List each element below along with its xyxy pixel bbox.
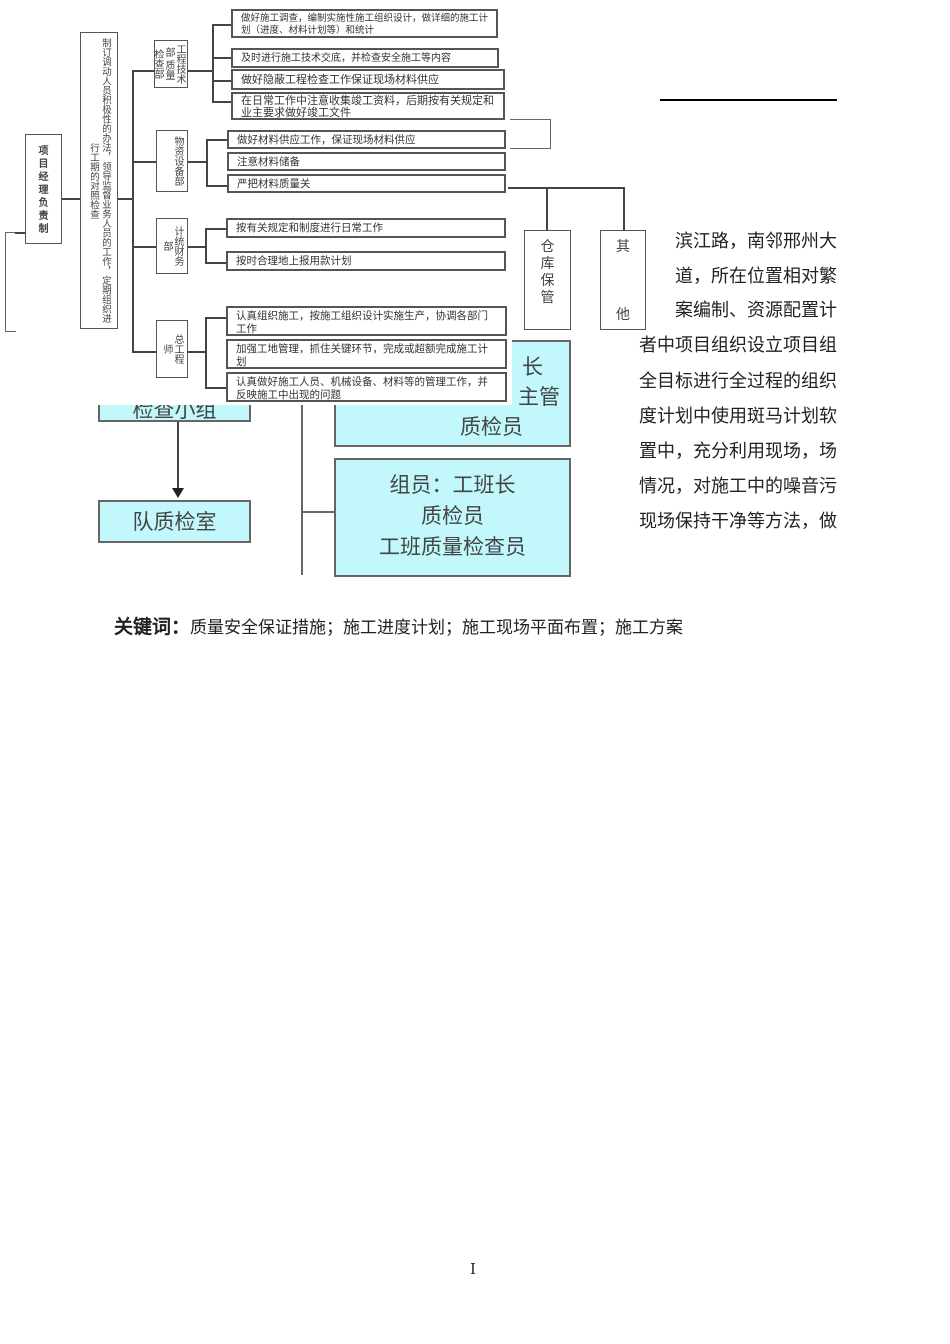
task-box: 及时进行施工技术交底，并检查安全施工等内容	[231, 48, 499, 68]
connector	[301, 400, 303, 575]
task-text: 做好材料供应工作，保证现场材料供应	[237, 134, 416, 146]
task-box: 认真组织施工，按施工组织设计实施生产，协调各部门工作	[226, 306, 507, 336]
body-text-line: 者中项目组织设立项目组	[639, 335, 837, 356]
members-line: 质检员	[421, 504, 484, 528]
connector	[188, 161, 207, 163]
keywords-label: 关键词：	[114, 616, 191, 638]
other-label: 其他	[616, 239, 630, 323]
connector	[205, 228, 207, 263]
keywords: 关键词：质量安全保证措施；施工进度计划；施工现场平面布置；施工方案	[114, 612, 683, 639]
connector	[508, 187, 624, 189]
body-text-line: 案编制、资源配置计	[675, 300, 837, 321]
connector	[212, 101, 231, 103]
body-text-line: 滨江路，南邻邢州大	[675, 231, 837, 252]
body-text-line: 置中，充分利用现场，场	[639, 441, 837, 462]
duty-box: 制订调动人员积极性的办法，领导监督业务人员的工作，定期组织进行工期的对照检查	[80, 32, 118, 329]
task-text: 及时进行施工技术交底，并检查安全施工等内容	[241, 53, 451, 64]
task-box: 严把材料质量关	[227, 174, 506, 193]
connector	[212, 80, 231, 82]
task-text: 做好施工调查，编制实施性施工组织设计，做详细的施工计划（进度、材料计划等）和统计	[241, 13, 489, 36]
body-text-line: 现场保持干净等方法，做	[639, 511, 837, 532]
task-text: 注意材料储备	[237, 156, 300, 168]
dept-label: 计统财务部	[161, 226, 183, 266]
team-qc-box: 队质检室	[98, 500, 251, 543]
connector	[15, 232, 27, 234]
task-box: 加强工地管理，抓住关键环节，完成或超额完成施工计划	[226, 339, 507, 369]
upper-line: 主管	[518, 385, 560, 409]
dept-finance: 计统财务部	[156, 218, 188, 274]
connector	[206, 139, 228, 141]
root-label: 项目经理负责制	[38, 146, 49, 235]
upper-line: 质检员	[460, 415, 523, 439]
other-box: 其他	[600, 230, 646, 330]
page-number: I	[470, 1260, 476, 1278]
header-rule	[660, 99, 837, 101]
task-box: 注意材料储备	[227, 152, 506, 171]
task-text: 做好隐蔽工程检查工作保证现场材料供应	[241, 73, 439, 86]
connector	[205, 317, 207, 387]
task-box: 认真做好施工人员、机械设备、材料等的管理工作，并反映施工中出现的问题	[226, 372, 507, 402]
connector	[206, 185, 228, 187]
connector	[132, 70, 154, 72]
connector	[132, 351, 156, 353]
warehouse-label: 仓库保管	[540, 239, 555, 306]
task-text: 加强工地管理，抓住关键环节，完成或超额完成施工计划	[236, 343, 488, 368]
task-text: 按有关规定和制度进行日常工作	[236, 222, 383, 234]
dept-label: 物资设备部	[172, 136, 183, 186]
team-qc-label: 队质检室	[132, 510, 217, 534]
keywords-text: 质量安全保证措施；施工进度计划；施工现场平面布置；施工方案	[190, 618, 684, 638]
task-text: 认真做好施工人员、机械设备、材料等的管理工作，并反映施工中出现的问题	[236, 376, 488, 401]
members-box: 组员：工班长 质检员 工班质量检查员	[334, 458, 571, 577]
task-box: 做好施工调查，编制实施性施工组织设计，做详细的施工计划（进度、材料计划等）和统计	[231, 9, 498, 38]
dept-engineering: 工程技术部 质量检查部	[152, 40, 188, 88]
task-text: 按时合理地上报用款计划	[236, 255, 352, 267]
connector	[62, 198, 82, 200]
connector	[205, 317, 227, 319]
connector	[301, 511, 335, 513]
connector	[212, 24, 214, 101]
connector	[118, 198, 132, 200]
dept-label: 工程技术部 质量检查部	[152, 44, 185, 84]
arrow-head-icon	[172, 488, 184, 498]
upper-line: 长	[522, 355, 543, 379]
connector	[212, 24, 231, 26]
arrow-line	[177, 422, 179, 492]
body-text-line: 全目标进行全过程的组织	[639, 371, 837, 392]
task-text: 认真组织施工，按施工组织设计实施生产，协调各部门工作	[236, 310, 488, 335]
connector	[623, 187, 625, 230]
connector	[132, 70, 134, 352]
dept-chief-engineer: 总工程师	[156, 320, 188, 378]
connector	[5, 232, 16, 332]
warehouse-box: 仓库保管	[524, 230, 571, 330]
duty-text: 制订调动人员积极性的办法，领导监督业务人员的工作，定期组织进行工期的对照检查	[88, 38, 111, 323]
connector	[205, 387, 227, 389]
task-box: 在日常工作中注意收集竣工资料，后期按有关规定和业主要求做好竣工文件	[231, 92, 505, 120]
task-box: 按时合理地上报用款计划	[226, 251, 506, 271]
task-box: 做好材料供应工作，保证现场材料供应	[227, 130, 506, 149]
connector	[212, 57, 231, 59]
dept-materials: 物资设备部	[156, 130, 188, 192]
task-text: 严把材料质量关	[237, 178, 311, 190]
root-box: 项目经理负责制	[25, 134, 62, 244]
body-text-line: 道，所在位置相对繁	[675, 266, 837, 287]
members-line: 组员：工班长	[389, 473, 516, 497]
connector	[132, 246, 156, 248]
connector	[132, 161, 156, 163]
connector	[188, 351, 206, 353]
body-text-line: 情况，对施工中的噪音污	[639, 476, 837, 497]
task-text: 在日常工作中注意收集竣工资料，后期按有关规定和业主要求做好竣工文件	[241, 94, 494, 119]
dept-label: 总工程师	[161, 334, 183, 364]
connector	[510, 119, 551, 149]
connector	[205, 228, 227, 230]
connector	[206, 139, 208, 185]
task-box: 做好隐蔽工程检查工作保证现场材料供应	[231, 69, 505, 90]
connector	[188, 70, 213, 72]
body-text-line: 度计划中使用斑马计划软	[639, 406, 837, 427]
connector	[546, 187, 548, 230]
task-box: 按有关规定和制度进行日常工作	[226, 218, 506, 238]
connector	[205, 262, 227, 264]
members-line: 工班质量检查员	[379, 535, 526, 559]
connector	[188, 246, 206, 248]
